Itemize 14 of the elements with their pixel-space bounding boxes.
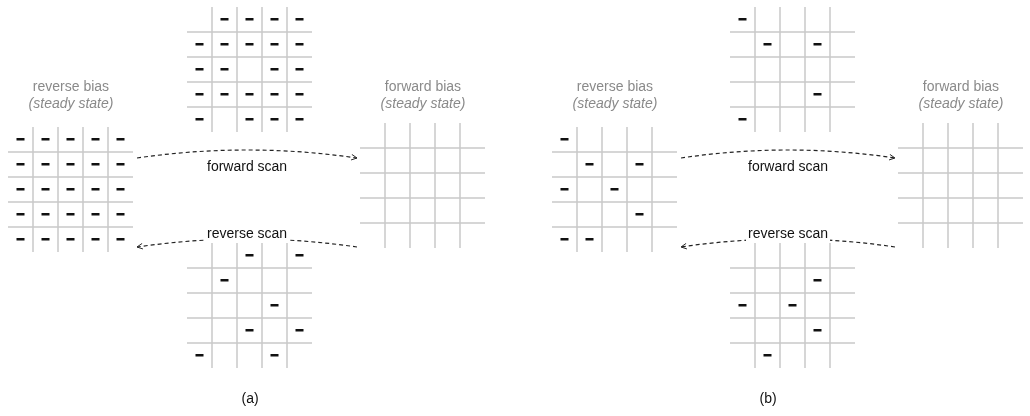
heading-text: forward bias bbox=[384, 78, 462, 95]
subheading-text: (steady state) bbox=[28, 95, 114, 112]
edge-label: forward scan bbox=[205, 158, 290, 174]
subheading-text: (steady state) bbox=[918, 95, 1004, 112]
subheading-text: (steady state) bbox=[572, 95, 658, 112]
panel-label: (b) bbox=[757, 390, 779, 406]
panel-label: (a) bbox=[239, 390, 261, 406]
heading-text: forward bias bbox=[922, 78, 1000, 95]
edge-label: forward scan bbox=[746, 158, 831, 174]
heading-text: reverse bias bbox=[576, 78, 654, 95]
dashed-arrow bbox=[680, 149, 896, 161]
subheading-text: (steady state) bbox=[380, 95, 466, 112]
dashed-arrow bbox=[136, 149, 358, 161]
heading-text: reverse bias bbox=[32, 78, 110, 95]
